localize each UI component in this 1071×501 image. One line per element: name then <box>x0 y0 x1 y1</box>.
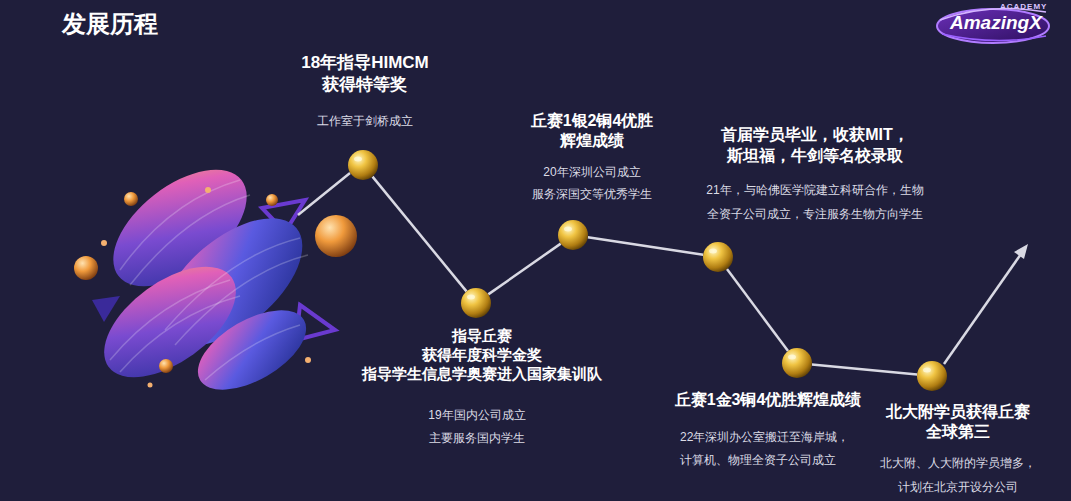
timeline-connector <box>727 269 788 351</box>
ribbon-shape <box>185 294 319 406</box>
ribbon-stripes <box>110 180 308 380</box>
timeline-connector <box>588 237 703 255</box>
gold-ball <box>558 220 588 250</box>
page-title: 发展历程 <box>62 8 158 40</box>
sphere-decoration <box>205 187 211 193</box>
ball-highlight <box>354 157 362 162</box>
milestone-heading: 指导丘赛 获得年度科学金奖 指导学生信息学奥赛进入国家集训队 <box>362 326 602 383</box>
logo-text: AmazingX <box>950 13 1042 32</box>
ball-highlight <box>467 295 475 300</box>
milestone-heading: 18年指导HIMCM 获得特等奖 <box>301 52 429 96</box>
gold-ball-circle <box>917 361 947 391</box>
timeline-milestone: 18年指导HIMCM 获得特等奖工作室于剑桥成立 <box>348 150 378 180</box>
logo-mark <box>937 8 1049 43</box>
gold-ball-circle <box>348 150 378 180</box>
gold-ball <box>917 361 947 391</box>
sphere-decoration <box>315 215 357 257</box>
logo-ellipse <box>937 9 1049 43</box>
sphere-decoration <box>266 194 278 206</box>
sphere-decoration <box>305 357 311 363</box>
milestone-detail: 工作室于剑桥成立 <box>317 111 413 131</box>
gold-ball <box>782 348 812 378</box>
timeline-milestone: 丘赛1银2铜4优胜 辉煌成绩20年深圳公司成立 服务深国交等优秀学生 <box>558 220 588 250</box>
milestone-detail: 22年深圳办公室搬迁至海岸城， 计算机、物理全资子公司成立 <box>680 426 849 472</box>
timeline-connector <box>488 244 560 295</box>
timeline-milestone: 北大附学员获得丘赛 全球第三北大附、人大附的学员增多， 计划在北京开设分公司 <box>917 361 947 391</box>
milestone-heading: 丘赛1金3铜4优胜辉煌成绩 <box>675 390 862 410</box>
timeline-arrow-line <box>944 254 1021 364</box>
gold-ball-circle <box>558 220 588 250</box>
ball-highlight <box>564 227 572 232</box>
gold-ball-circle <box>703 242 733 272</box>
timeline-connector <box>373 177 467 292</box>
gold-ball <box>703 242 733 272</box>
ball-highlight <box>709 249 717 254</box>
logo-swoosh <box>942 34 1046 41</box>
timeline-lead-line <box>298 173 350 215</box>
timeline-connector <box>812 364 917 374</box>
sphere-decoration <box>159 359 173 373</box>
arrowhead <box>1014 244 1028 259</box>
ball-highlight <box>923 368 931 373</box>
gold-ball <box>348 150 378 180</box>
sphere-decoration <box>101 240 107 246</box>
milestone-heading: 北大附学员获得丘赛 全球第三 <box>886 402 1030 442</box>
gold-ball-circle <box>782 348 812 378</box>
logo-text: ACADEMY <box>1000 3 1047 11</box>
milestone-detail: 北大附、人大附的学员增多， 计划在北京开设分公司 <box>880 451 1036 499</box>
milestone-detail: 19年国内公司成立 主要服务国内学生 <box>428 404 525 450</box>
sphere-decoration <box>124 192 138 206</box>
ribbon-illustration <box>74 147 357 406</box>
sphere-decoration <box>148 383 153 388</box>
sphere-decoration <box>74 256 98 280</box>
ball-highlight <box>788 355 796 360</box>
milestone-detail: 20年深圳公司成立 服务深国交等优秀学生 <box>532 161 652 205</box>
timeline-milestone: 丘赛1金3铜4优胜辉煌成绩22年深圳办公室搬迁至海岸城， 计算机、物理全资子公司… <box>782 348 812 378</box>
milestone-heading: 丘赛1银2铜4优胜 辉煌成绩 <box>531 111 654 151</box>
milestone-heading: 首届学员毕业，收获MIT， 斯坦福，牛剑等名校录取 <box>721 124 909 166</box>
milestone-detail: 21年，与哈佛医学院建立科研合作，生物 全资子公司成立，专注服务生物方向学生 <box>706 178 923 226</box>
gold-ball-circle <box>461 288 491 318</box>
gold-ball <box>461 288 491 318</box>
timeline-milestone: 首届学员毕业，收获MIT， 斯坦福，牛剑等名校录取21年，与哈佛医学院建立科研合… <box>703 242 733 272</box>
triangle-shape <box>92 296 120 322</box>
timeline-milestone: 指导丘赛 获得年度科学金奖 指导学生信息学奥赛进入国家集训队19年国内公司成立 … <box>461 288 491 318</box>
